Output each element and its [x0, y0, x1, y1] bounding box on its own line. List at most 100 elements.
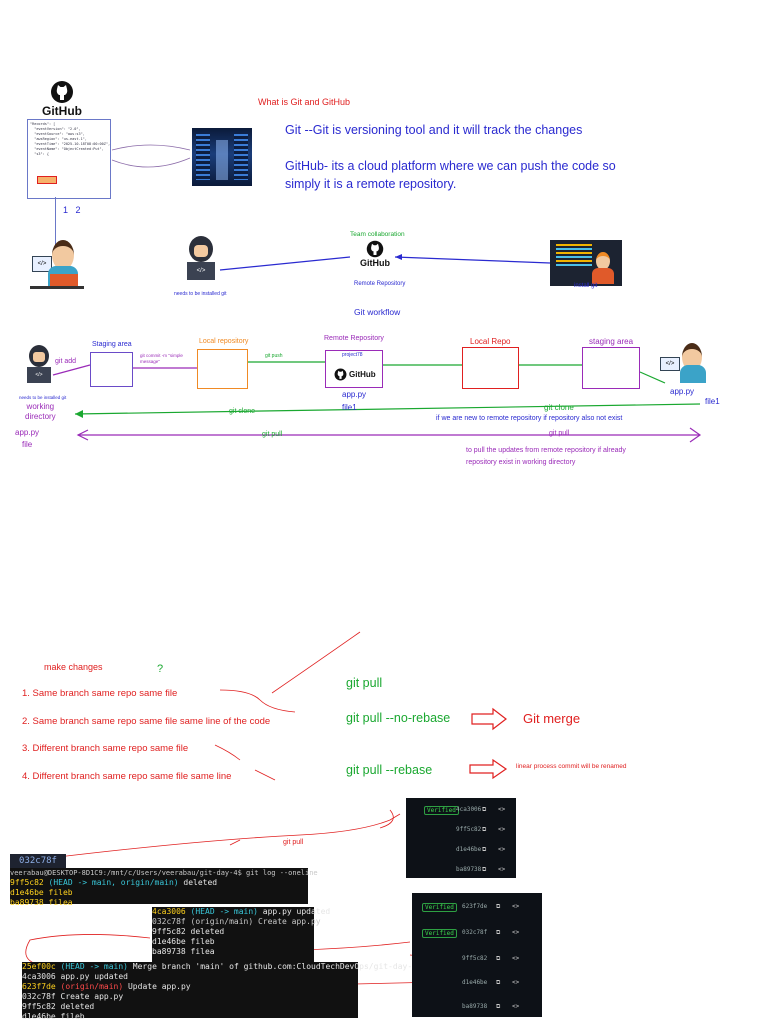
- person-head: [596, 252, 610, 270]
- code-icon[interactable]: <>: [512, 1003, 520, 1010]
- commit-msg: Update app.py: [123, 982, 191, 991]
- commit-row[interactable]: d1e46be ⧉ <>: [406, 846, 516, 858]
- commit-sha[interactable]: ba89738: [462, 1003, 488, 1010]
- copy-icon[interactable]: ⧉: [496, 929, 501, 936]
- clone-note: if we are new to remote repository if re…: [436, 415, 623, 422]
- commit-ref: (HEAD -> main): [190, 907, 258, 916]
- code-icon[interactable]: <>: [512, 929, 520, 936]
- server-room-image: [192, 128, 252, 186]
- copy-icon[interactable]: ⧉: [496, 1003, 501, 1010]
- commit-sha[interactable]: d1e46be: [456, 846, 482, 853]
- copy-icon[interactable]: ⧉: [496, 955, 501, 962]
- hash-badge: 032c78f: [10, 854, 66, 868]
- commit-sha[interactable]: 9ff5c82: [462, 955, 488, 962]
- terminal-2: 4ca3006 (HEAD -> main) app.py updated 03…: [152, 907, 330, 963]
- app-py-center: app.py: [342, 390, 367, 399]
- avatar-head: [682, 343, 702, 371]
- commit-row[interactable]: 9ff5c82 ⧉ <>: [406, 826, 516, 838]
- github-definition-line1: GitHub- its a cloud platform where we ca…: [285, 159, 616, 173]
- remote-repository-label: Remote Repository: [324, 335, 384, 342]
- github-octocat-icon: [334, 368, 347, 381]
- github-octocat-icon: [51, 81, 73, 103]
- server-rack-right: [234, 134, 248, 180]
- laptop-base: [50, 274, 78, 286]
- app-py-left: app.py: [15, 428, 40, 437]
- avatar-body: [680, 365, 706, 383]
- hacker-face: [33, 352, 45, 362]
- desk: [30, 286, 84, 289]
- staging-area-right-box: [582, 347, 640, 389]
- file1-center: file1: [342, 403, 357, 412]
- commit-sha[interactable]: 623f7de: [462, 903, 488, 910]
- commit-sha[interactable]: ba89738: [456, 866, 482, 873]
- project-label: project78: [342, 352, 363, 358]
- json-snippet-box: "Records": [ "eventVersion": "2.0", "eve…: [27, 119, 111, 199]
- local-repo-right-box: [462, 347, 519, 389]
- commit-ref: (HEAD -> main, origin/main): [48, 878, 179, 887]
- hacker-laptop: </>: [187, 262, 215, 280]
- developer-avatar-right: </>: [660, 343, 710, 385]
- commit-msg: Merge branch 'main' of github.com:CloudT…: [127, 962, 417, 971]
- commit-hash: 623f7de: [22, 982, 56, 991]
- commit-msg: app.py updated: [257, 907, 331, 916]
- terminal-3-line-1: 25ef00c (HEAD -> main) Merge branch 'mai…: [22, 962, 417, 972]
- git-push-label: git push: [265, 353, 283, 359]
- scenario-item-1: 1. Same branch same repo same file: [22, 688, 178, 699]
- code-icon[interactable]: <>: [512, 979, 520, 986]
- git-pull-annotation: git pull: [283, 839, 304, 846]
- git-merge-label: Git merge: [523, 711, 581, 726]
- commit-row[interactable]: 9ff5c82 ⧉ <>: [412, 955, 542, 967]
- commit-ref: (HEAD -> main): [60, 962, 128, 971]
- question-mark: ?: [157, 663, 164, 675]
- copy-icon[interactable]: ⧉: [482, 806, 487, 813]
- rebase-note: linear process commit will be renamed: [516, 763, 627, 770]
- collab-github-logo: GitHub: [358, 240, 392, 268]
- laptop-icon: </>: [32, 256, 52, 272]
- commit-row[interactable]: Verified 032c78f ⧉ <>: [412, 929, 542, 941]
- remote-repository-box: project78 GitHub: [325, 350, 383, 388]
- commit-row[interactable]: Verified 623f7de ⧉ <>: [412, 903, 542, 915]
- local-repository-left-label: Local repository: [199, 338, 249, 345]
- scenario-item-2: 2. Same branch same repo same file same …: [22, 716, 271, 727]
- github-definition-line2: simply it is a remote repository.: [285, 177, 457, 191]
- git-pull-no-rebase-cmd: git pull --no-rebase: [346, 711, 451, 725]
- code-icon[interactable]: <>: [512, 955, 520, 962]
- commit-sha[interactable]: d1e46be: [462, 979, 488, 986]
- code-icon[interactable]: <>: [498, 806, 506, 813]
- copy-icon[interactable]: ⧉: [482, 826, 487, 833]
- copy-icon[interactable]: ⧉: [496, 979, 501, 986]
- code-icon[interactable]: <>: [498, 826, 506, 833]
- staging-area-left-box: [90, 352, 133, 387]
- verified-badge: Verified: [424, 806, 459, 815]
- make-changes-label: make changes: [44, 662, 103, 672]
- commit-panel-1: Verified 4ca3006 ⧉ <> 9ff5c82 ⧉ <> d1e46…: [406, 798, 516, 878]
- hacker-avatar: </>: [183, 236, 221, 284]
- hacker-face: [194, 245, 208, 257]
- commit-row[interactable]: Verified 4ca3006 ⧉ <>: [406, 806, 516, 818]
- copy-icon[interactable]: ⧉: [482, 846, 487, 853]
- git-clone-right-label: git clone: [544, 403, 574, 412]
- copy-icon[interactable]: ⧉: [496, 903, 501, 910]
- terminal-3-line-6: d1e46be fileb: [22, 1012, 85, 1021]
- copy-icon[interactable]: ⧉: [482, 866, 487, 873]
- commit-sha[interactable]: 9ff5c82: [456, 826, 482, 833]
- json-connector-line: [55, 197, 56, 252]
- code-icon[interactable]: <>: [512, 903, 520, 910]
- terminal-2-line-3: 9ff5c82 deleted: [152, 927, 225, 936]
- commit-sha[interactable]: 4ca3006: [456, 806, 482, 813]
- app-py-right: app.py: [670, 387, 695, 396]
- install-git-label: install git: [574, 283, 598, 289]
- code-icon[interactable]: <>: [498, 846, 506, 853]
- local-repo-right-label: Local Repo: [470, 337, 511, 346]
- terminal-1-line-3: ba89738 filea: [10, 898, 73, 907]
- commit-row[interactable]: ba89738 ⧉ <>: [406, 866, 516, 878]
- needs-git-label: needs to be installed git: [174, 291, 227, 297]
- pull-note-line2: repository exist in working directory: [466, 459, 576, 466]
- commit-row[interactable]: d1e46be ⧉ <>: [412, 979, 542, 991]
- commit-row[interactable]: ba89738 ⧉ <>: [412, 1003, 542, 1015]
- hacker-laptop: </>: [27, 367, 51, 383]
- commit-ref: (origin/main): [60, 982, 124, 991]
- commit-sha[interactable]: 032c78f: [462, 929, 488, 936]
- code-icon[interactable]: <>: [498, 866, 506, 873]
- git-pull-left-label: git pull: [262, 431, 283, 438]
